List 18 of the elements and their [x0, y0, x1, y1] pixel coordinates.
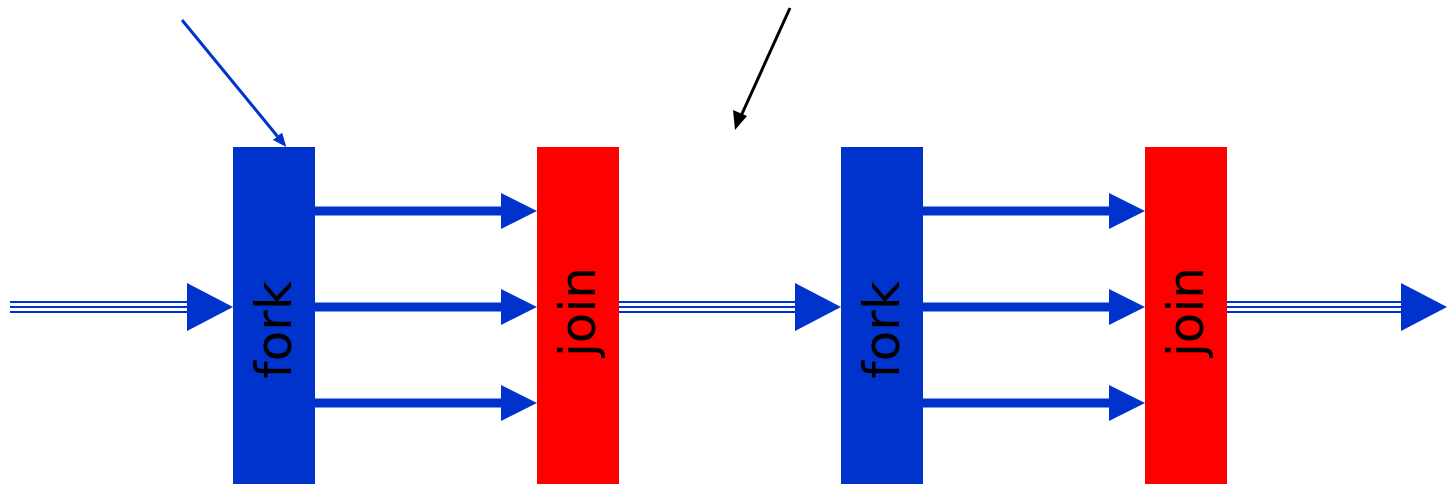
arrow	[180, 19, 287, 147]
arrow	[315, 289, 537, 325]
arrow	[1226, 283, 1447, 331]
arrow	[315, 385, 537, 421]
process-bar	[537, 147, 619, 484]
bar-label: fork	[857, 281, 907, 379]
arrow	[923, 289, 1145, 325]
arrow	[315, 193, 537, 229]
arrow	[618, 283, 841, 331]
arrow	[9, 283, 233, 331]
bar-label: fork	[249, 281, 299, 379]
arrow	[923, 193, 1145, 229]
process-bar	[841, 147, 923, 484]
bar-label: join	[1161, 266, 1211, 358]
arrow	[923, 385, 1145, 421]
process-bar	[233, 147, 315, 484]
process-bar	[1145, 147, 1227, 484]
bar-label: join	[553, 266, 603, 358]
